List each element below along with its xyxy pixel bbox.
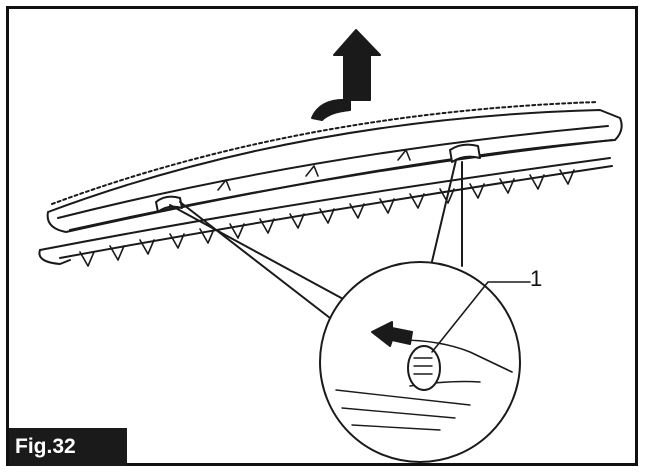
- cover-clip-left: [155, 195, 183, 213]
- detail-leader-lines: [169, 159, 463, 319]
- release-button: [407, 345, 441, 391]
- blade-cover: [46, 101, 623, 233]
- detail-magnifier: [319, 261, 521, 463]
- callout-number-1: 1: [530, 266, 543, 291]
- callout-leader: [431, 281, 531, 353]
- push-arrow-icon: [371, 321, 413, 347]
- figure-label: Fig.32: [9, 428, 127, 466]
- cutter-blade: [38, 149, 613, 267]
- cover-clip-right: [449, 143, 481, 163]
- lift-arrow-icon: [311, 29, 381, 121]
